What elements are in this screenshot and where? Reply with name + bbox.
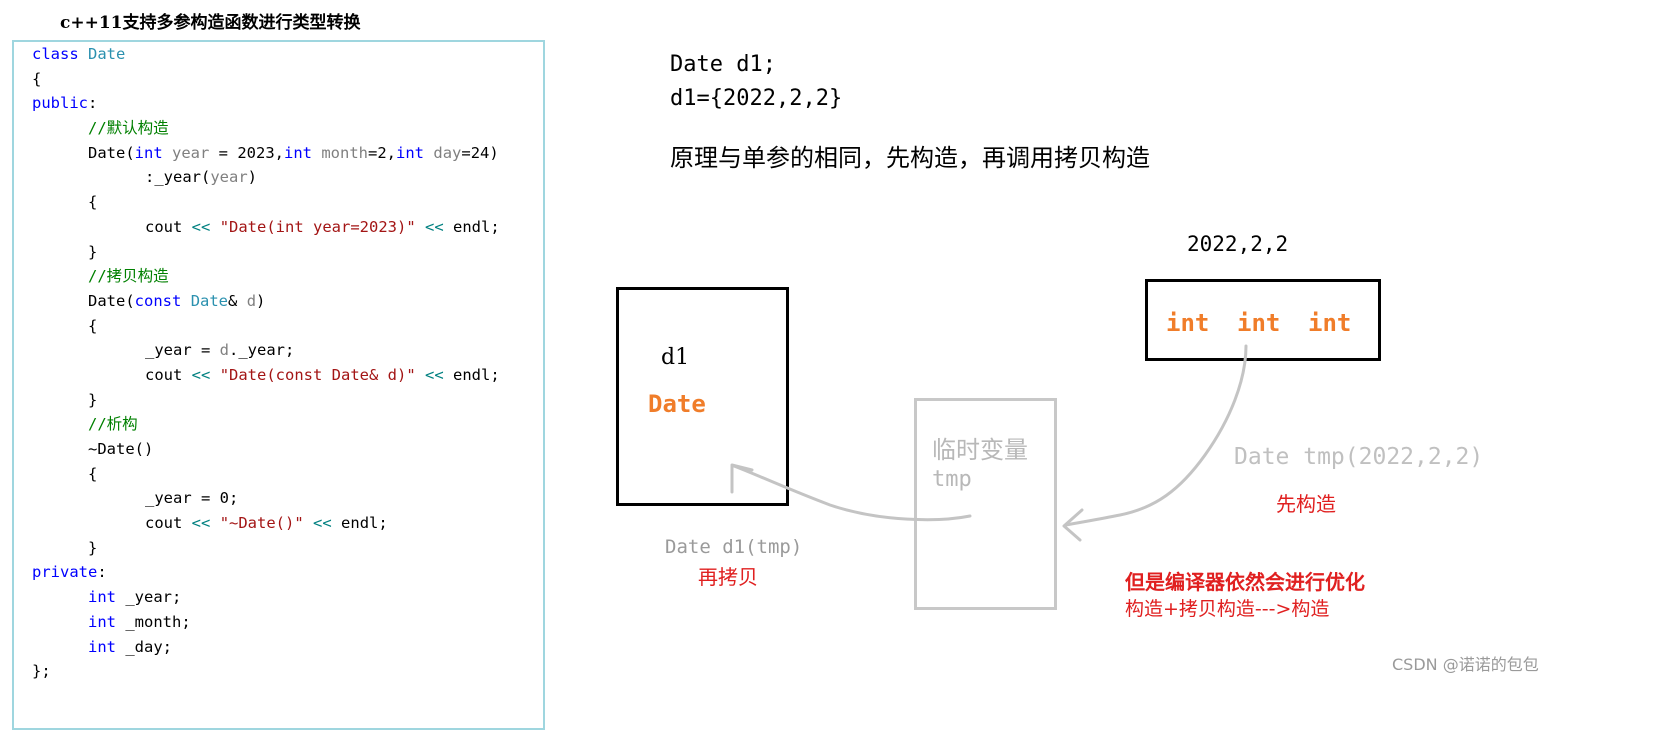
principle-text: 原理与单参的相同，先构造，再调用拷贝构造	[670, 144, 1150, 172]
statement-assign: d1={2022,2,2}	[670, 86, 843, 111]
code-line: cout << "Date(int year=2023)" << endl;	[145, 217, 500, 236]
code-comment-default-ctor: //默认构造	[88, 119, 169, 138]
copy-call-label: Date d1(tmp)	[665, 536, 803, 558]
code-line: {	[32, 69, 42, 88]
code-comment-copy-ctor: //拷贝构造	[88, 267, 169, 286]
code-line: _year = 0;	[145, 489, 239, 508]
code-line: public:	[32, 94, 98, 113]
construct-first-label: 先构造	[1276, 492, 1336, 516]
temp-variable-label: 临时变量	[932, 436, 1028, 464]
arrow-temp-to-d1	[732, 464, 972, 522]
d1-object-box	[616, 287, 789, 506]
code-comment-dtor: //析构	[88, 415, 138, 434]
code-line: };	[32, 662, 51, 681]
temp-object-box	[914, 398, 1057, 610]
code-line: {	[88, 193, 98, 212]
code-panel	[12, 40, 545, 730]
tmp-label: tmp	[932, 467, 972, 492]
date-type-label: Date	[648, 390, 706, 418]
arrow-init-to-temp	[1064, 344, 1248, 527]
code-line: int _month;	[88, 612, 191, 631]
copy-second-label: 再拷贝	[698, 565, 758, 589]
d1-label: d1	[661, 345, 690, 370]
int-label: int	[1237, 309, 1281, 337]
statement-declare: Date d1;	[670, 52, 776, 77]
values-label: 2022,2,2	[1187, 232, 1289, 256]
watermark: CSDN @诺诺的包包	[1392, 655, 1539, 674]
arrow-head-d1	[730, 463, 754, 494]
code-line: {	[88, 464, 98, 483]
int-label: int	[1308, 309, 1352, 337]
optimization-note: 但是编译器依然会进行优化	[1125, 570, 1365, 594]
int-label: int	[1166, 309, 1210, 337]
code-line: cout << "Date(const Date& d)" << endl;	[145, 365, 500, 384]
code-line: int _year;	[88, 588, 182, 607]
construct-call-label: Date tmp(2022,2,2)	[1234, 444, 1484, 470]
code-line: class Date	[32, 45, 126, 63]
code-line: private:	[32, 563, 107, 582]
optimization-detail: 构造+拷贝构造--->构造	[1125, 598, 1330, 620]
code-line: _year = d._year;	[145, 341, 295, 360]
page-heading: c++11支持多参构造函数进行类型转换	[60, 13, 361, 33]
arrow-head-temp	[1062, 508, 1084, 542]
code-line: {	[88, 316, 98, 335]
code-line: }	[88, 242, 98, 261]
code-line: :_year(year)	[145, 168, 257, 187]
code-line: }	[88, 538, 98, 557]
code-line: cout << "~Date()" << endl;	[145, 514, 388, 533]
code-line: Date(const Date& d)	[88, 291, 266, 310]
code-line: }	[88, 390, 98, 409]
code-line: Date(int year = 2023,int month=2,int day…	[88, 143, 499, 162]
code-line: ~Date()	[88, 440, 154, 458]
initializer-box	[1145, 279, 1381, 361]
code-listing: class Date { public: //默认构造 Date(int yea…	[32, 42, 500, 684]
code-line: int _day;	[88, 637, 172, 656]
